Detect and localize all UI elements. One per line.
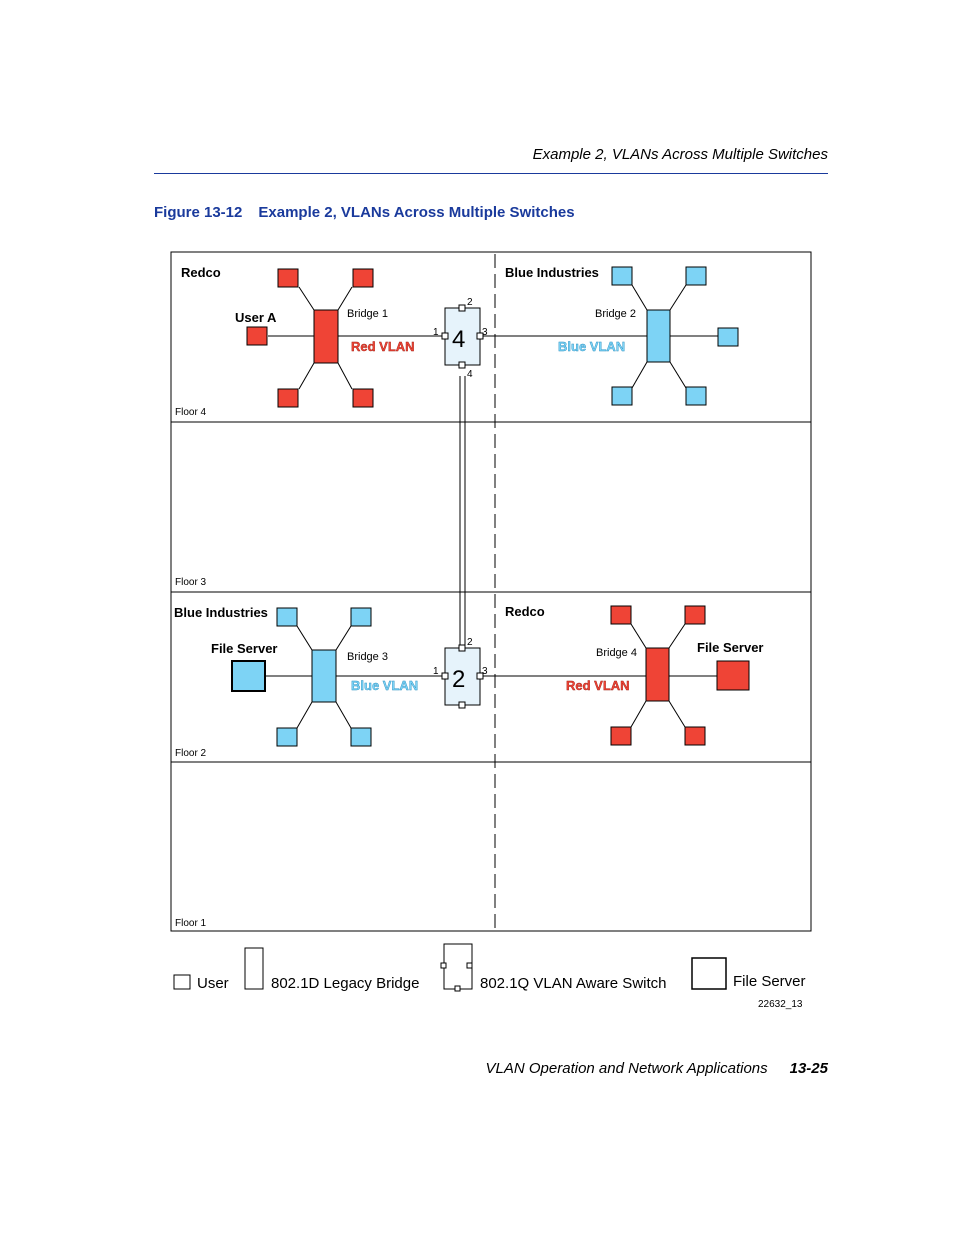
link bbox=[668, 623, 686, 649]
link bbox=[337, 362, 353, 390]
link bbox=[296, 625, 313, 651]
red-vlan-label: Red VLAN bbox=[566, 678, 630, 693]
bridge-4-label: Bridge 4 bbox=[596, 647, 637, 659]
link bbox=[668, 700, 686, 728]
link bbox=[630, 623, 647, 649]
figure-number: Figure 13-12 bbox=[154, 204, 243, 221]
port-icon bbox=[458, 361, 466, 369]
port-number: 3 bbox=[482, 327, 488, 338]
bridge-4-icon[interactable] bbox=[645, 647, 670, 702]
link bbox=[631, 361, 648, 389]
user-station-icon[interactable] bbox=[685, 266, 707, 286]
user-station-icon[interactable] bbox=[352, 268, 374, 288]
user-station-icon[interactable] bbox=[352, 388, 374, 408]
user-station-icon[interactable] bbox=[350, 607, 372, 627]
link bbox=[669, 361, 687, 389]
user-station-icon[interactable] bbox=[610, 605, 632, 625]
figure-title: Example 2, VLANs Across Multiple Switche… bbox=[258, 204, 575, 221]
port-icon bbox=[458, 304, 466, 312]
legend-vlan-switch-label: 802.1Q VLAN Aware Switch bbox=[480, 975, 667, 992]
user-station-icon[interactable] bbox=[684, 605, 706, 625]
link bbox=[630, 700, 647, 728]
link bbox=[631, 284, 648, 311]
bridge-3-icon[interactable] bbox=[311, 649, 337, 703]
port-icon bbox=[458, 644, 466, 652]
figure-id: 22632_13 bbox=[758, 999, 803, 1010]
legend-user-label: User bbox=[197, 975, 229, 992]
floor-label-2: Floor 2 bbox=[175, 748, 207, 759]
legend-user-icon bbox=[173, 974, 191, 990]
port-icon bbox=[441, 672, 449, 680]
port-icon bbox=[458, 701, 466, 709]
user-a-label: User A bbox=[235, 310, 277, 325]
floor-label-3: Floor 3 bbox=[175, 577, 207, 588]
port-icon bbox=[454, 985, 461, 992]
port-icon bbox=[466, 962, 473, 969]
org-label-redco: Redco bbox=[505, 604, 545, 619]
user-station-icon[interactable] bbox=[276, 607, 298, 627]
user-station-icon[interactable] bbox=[717, 327, 739, 347]
user-station-icon[interactable] bbox=[277, 388, 299, 408]
blue-vlan-label: Blue VLAN bbox=[351, 678, 418, 693]
legend-legacy-bridge-icon bbox=[244, 947, 264, 990]
link bbox=[335, 625, 352, 651]
port-number: 2 bbox=[467, 637, 473, 648]
port-icon bbox=[476, 672, 484, 680]
page-footer: VLAN Operation and Network Applications 1… bbox=[486, 1060, 828, 1077]
port-number: 1 bbox=[433, 666, 439, 677]
user-station-icon[interactable] bbox=[611, 386, 633, 406]
bridge-2-icon[interactable] bbox=[646, 309, 671, 363]
port-icon bbox=[440, 962, 447, 969]
link bbox=[298, 286, 315, 311]
file-server-icon[interactable] bbox=[231, 660, 266, 692]
port-icon bbox=[476, 332, 484, 340]
file-server-icon[interactable] bbox=[716, 660, 750, 691]
user-station-icon[interactable] bbox=[611, 266, 633, 286]
bridge-1-label: Bridge 1 bbox=[347, 308, 388, 320]
user-a-icon[interactable] bbox=[246, 326, 268, 346]
running-head: Example 2, VLANs Across Multiple Switche… bbox=[532, 146, 828, 163]
bridge-3-label: Bridge 3 bbox=[347, 651, 388, 663]
org-label-blue-industries: Blue Industries bbox=[174, 605, 268, 620]
legend-file-server-icon bbox=[691, 957, 727, 990]
port-icon bbox=[441, 332, 449, 340]
user-station-icon[interactable] bbox=[277, 268, 299, 288]
footer-title: VLAN Operation and Network Applications bbox=[485, 1060, 768, 1077]
page-number: 13-25 bbox=[789, 1060, 828, 1077]
port-number: 1 bbox=[433, 327, 439, 338]
legend-legacy-bridge-label: 802.1D Legacy Bridge bbox=[271, 975, 419, 992]
port-number: 3 bbox=[482, 666, 488, 677]
user-station-icon[interactable] bbox=[685, 386, 707, 406]
figure-caption: Figure 13-12 Example 2, VLANs Across Mult… bbox=[154, 204, 575, 221]
bridge-1-icon[interactable] bbox=[313, 309, 339, 364]
port-number: 2 bbox=[467, 297, 473, 308]
port-number: 4 bbox=[467, 369, 473, 380]
user-station-icon[interactable] bbox=[684, 726, 706, 746]
org-label-redco: Redco bbox=[181, 265, 221, 280]
user-station-icon[interactable] bbox=[610, 726, 632, 746]
org-label-blue-industries: Blue Industries bbox=[505, 265, 599, 280]
user-station-icon[interactable] bbox=[350, 727, 372, 747]
legend-file-server-label: File Server bbox=[733, 973, 806, 990]
link bbox=[335, 701, 352, 729]
file-server-label: File Server bbox=[697, 640, 764, 655]
switch-number: 4 bbox=[452, 326, 465, 353]
header-rule bbox=[154, 173, 828, 174]
bridge-2-label: Bridge 2 bbox=[595, 308, 636, 320]
file-server-label: File Server bbox=[211, 641, 278, 656]
user-station-icon[interactable] bbox=[276, 727, 298, 747]
link bbox=[296, 701, 313, 729]
floor-label-1: Floor 1 bbox=[175, 918, 207, 929]
red-vlan-label: Red VLAN bbox=[351, 339, 415, 354]
link bbox=[337, 286, 353, 311]
floor-label-4: Floor 4 bbox=[175, 407, 207, 418]
link bbox=[669, 284, 687, 311]
blue-vlan-label: Blue VLAN bbox=[558, 339, 625, 354]
switch-number: 2 bbox=[452, 666, 465, 693]
link bbox=[298, 362, 315, 390]
